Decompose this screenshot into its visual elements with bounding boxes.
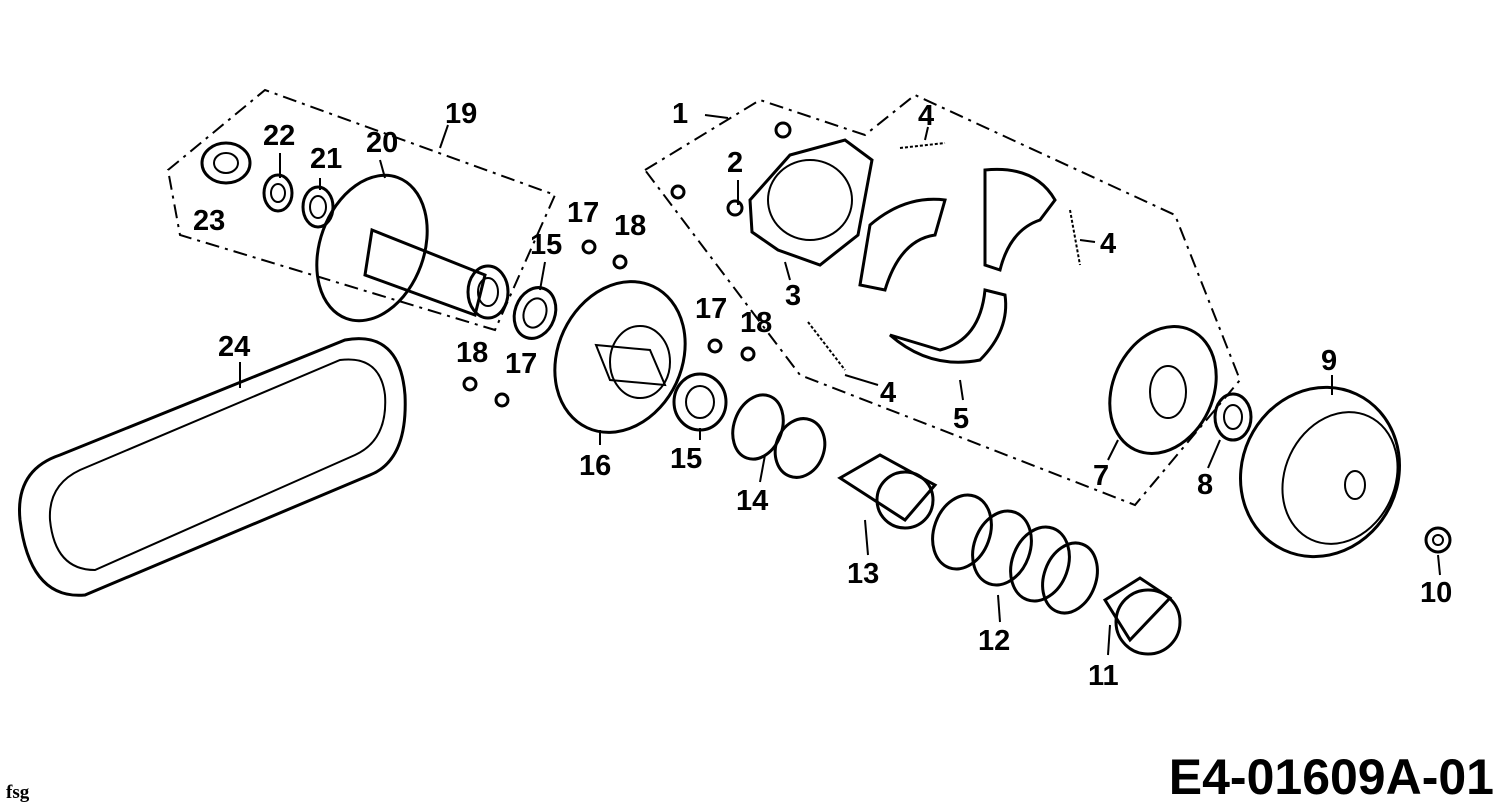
callout-2: 2 xyxy=(727,147,743,179)
leader-lines xyxy=(239,114,1441,656)
callout-21: 21 xyxy=(310,143,342,175)
callout-4-top: 4 xyxy=(918,100,934,132)
part-7-carrier-plate xyxy=(1108,325,1218,455)
callout-18-upper: 18 xyxy=(614,210,646,242)
callout-10: 10 xyxy=(1420,577,1452,609)
part-10-nut xyxy=(1424,526,1452,554)
callout-20: 20 xyxy=(366,127,398,159)
callout-22: 22 xyxy=(263,120,295,152)
callout-13: 13 xyxy=(847,558,879,590)
part-2-screw xyxy=(670,121,792,217)
callout-16: 16 xyxy=(579,450,611,482)
part-17-18-pins-upper xyxy=(462,239,756,408)
callout-17-lower: 17 xyxy=(505,348,537,380)
part-24-drive-belt xyxy=(18,337,407,597)
part-9-clutch-bell xyxy=(1239,385,1401,559)
callout-18-lower: 18 xyxy=(456,337,488,369)
callout-15-upper: 15 xyxy=(530,229,562,261)
callout-12: 12 xyxy=(978,625,1010,657)
part-16-driven-face xyxy=(553,280,687,434)
callout-24: 24 xyxy=(218,331,250,363)
callout-8: 8 xyxy=(1197,469,1213,501)
part-23-nut xyxy=(200,141,252,185)
callout-7: 7 xyxy=(1093,460,1109,492)
part-11-spring-seat xyxy=(1102,576,1182,656)
callout-1: 1 xyxy=(672,98,688,130)
part-4-springs xyxy=(807,142,1081,371)
part-15-oil-seal-upper xyxy=(512,286,558,340)
part-12-spring xyxy=(931,493,1099,615)
group-outline-19 xyxy=(166,88,557,332)
part-5-clutch-shoes xyxy=(858,167,1057,364)
callout-4-right: 4 xyxy=(1100,228,1116,260)
callout-11: 11 xyxy=(1088,660,1119,692)
callout-23: 23 xyxy=(193,205,225,237)
drawing-code: E4-01609A-01 xyxy=(1168,749,1494,805)
callout-17-middle: 17 xyxy=(695,293,727,325)
callout-18-middle: 18 xyxy=(740,307,772,339)
part-8-ring xyxy=(1213,392,1253,442)
callout-5: 5 xyxy=(953,403,969,435)
part-3-plate xyxy=(748,138,874,267)
callout-3: 3 xyxy=(785,280,801,312)
part-15-oil-seal-lower xyxy=(672,372,728,432)
part-22-washer xyxy=(262,173,294,213)
callout-4-bottom: 4 xyxy=(880,377,896,409)
part-20-drive-face xyxy=(315,173,510,323)
callout-15-lower: 15 xyxy=(670,443,702,475)
callout-14: 14 xyxy=(736,485,768,517)
footer-mark: fsg xyxy=(6,782,30,803)
part-14-o-rings xyxy=(731,393,827,479)
callout-19: 19 xyxy=(445,98,477,130)
callout-9: 9 xyxy=(1321,345,1337,377)
callout-17-upper: 17 xyxy=(567,197,599,229)
part-13-collar xyxy=(837,453,938,530)
